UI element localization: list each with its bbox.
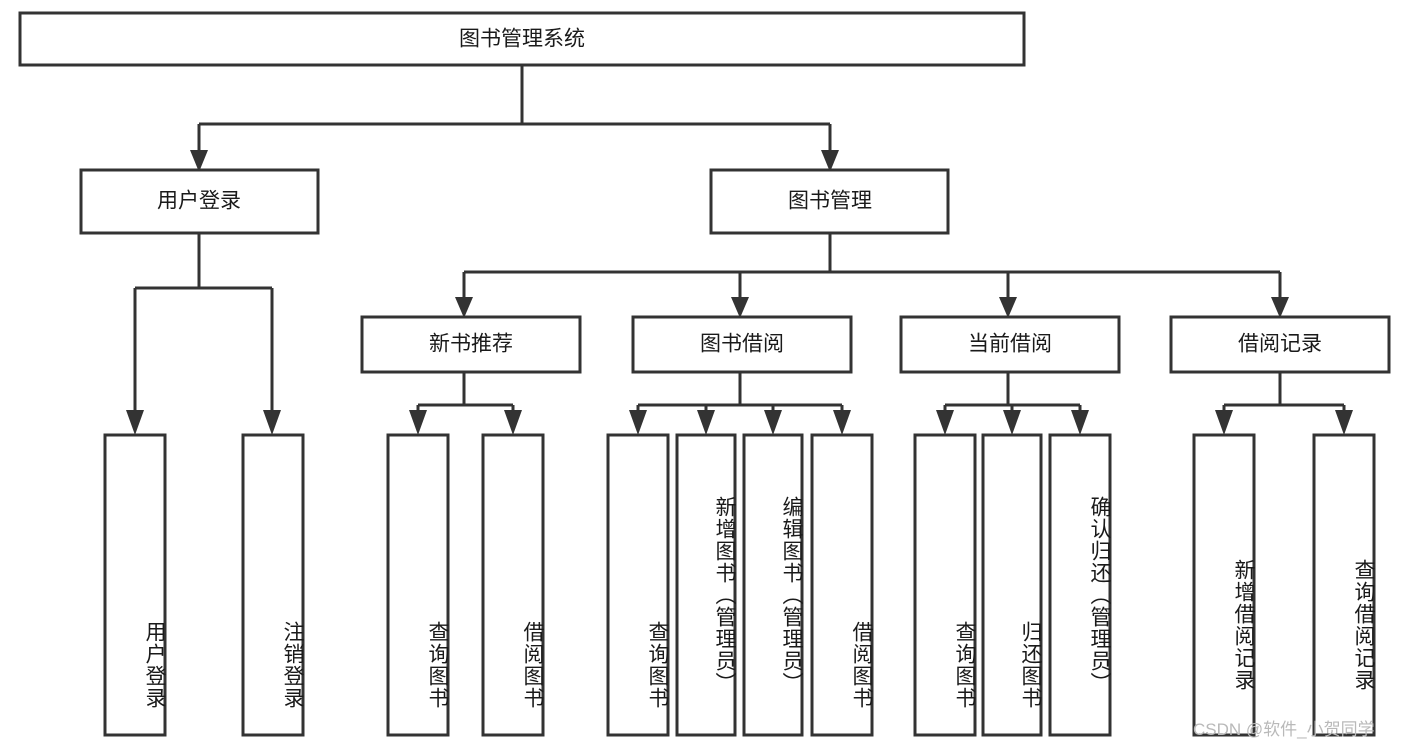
leaf-current-borrow-2[interactable] [981,433,1043,737]
arrow-head-new-book [455,297,473,318]
node-current-borrow[interactable] [899,315,1121,374]
node-borrow-record-label: 借阅记录 [1238,333,1322,356]
arrow-head-cb-leaf-3 [1071,410,1089,435]
leaf-user-login-1[interactable] [103,433,167,737]
arrow-head-cb-leaf-2 [1003,410,1021,435]
arrow-head-leaf-logout [263,410,281,435]
node-user-login-label: 用户登录 [157,190,241,213]
node-book-borrow-label: 图书借阅 [700,333,784,356]
arrow-head-bb-leaf-3 [764,410,782,435]
arrow-head-user-login [190,150,208,172]
leaf-book-borrow-2[interactable] [675,433,737,737]
leaf-book-borrow-3[interactable] [742,433,804,737]
arrow-head-borrow-record [1271,297,1289,318]
leaf-new-book-2[interactable] [481,433,545,737]
node-layer: 图书管理系统 用户登录 图书管理 新书推荐 图书借阅 当前借阅 借阅记录 [18,11,1391,737]
node-book-borrow[interactable] [631,315,853,374]
node-root-label: 图书管理系统 [459,28,585,51]
node-borrow-record[interactable] [1169,315,1391,374]
leaf-book-borrow-1[interactable] [606,433,670,737]
arrow-head-nb-leaf-2 [504,410,522,435]
arrow-head-br-leaf-1 [1215,410,1233,435]
node-new-book-recommend[interactable] [360,315,582,374]
leaf-borrow-record-2[interactable] [1312,433,1376,737]
node-current-borrow-label: 当前借阅 [968,333,1052,356]
node-book-manage-label: 图书管理 [788,190,872,213]
leaf-user-login-2[interactable] [241,433,305,737]
leaf-current-borrow-3[interactable] [1048,433,1112,737]
arrow-head-bb-leaf-4 [833,410,851,435]
node-new-book-recommend-label: 新书推荐 [429,333,513,356]
node-user-login[interactable] [79,168,320,235]
arrow-head-book-borrow [731,297,749,318]
node-book-manage[interactable] [709,168,950,235]
leaf-new-book-1[interactable] [386,433,450,737]
leaf-borrow-record-1[interactable] [1192,433,1256,737]
arrow-head-bb-leaf-1 [629,410,647,435]
arrow-head-bb-leaf-2 [697,410,715,435]
arrow-head-leaf-user-login [126,410,144,435]
arrow-head-br-leaf-2 [1335,410,1353,435]
arrow-head-current-borrow [999,297,1017,318]
arrow-head-book-manage [821,150,839,172]
arrow-head-cb-leaf-1 [936,410,954,435]
connector-layer [126,65,1353,435]
node-root[interactable] [18,11,1026,67]
leaf-current-borrow-1[interactable] [913,433,977,737]
csdn-watermark: CSDN @软件_小贺同学 [1193,720,1375,739]
arrow-head-nb-leaf-1 [409,410,427,435]
leaf-book-borrow-4[interactable] [810,433,874,737]
